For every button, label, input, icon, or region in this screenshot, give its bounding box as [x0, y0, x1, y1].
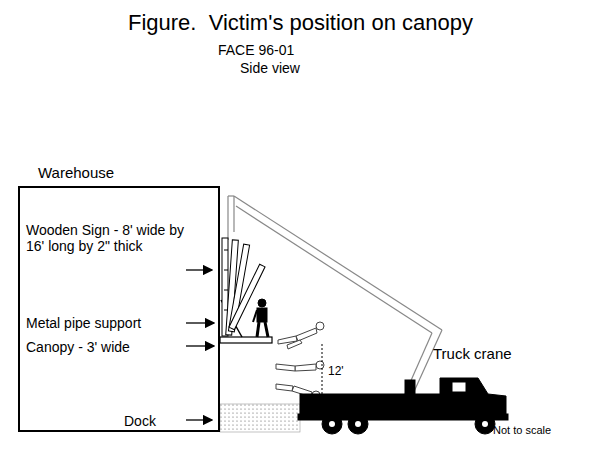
node-heading: Warehouse [38, 164, 114, 181]
report-id: FACE 96-01 [218, 42, 294, 58]
equipment-label: Truck crane [433, 345, 512, 362]
view-label: Side view [240, 60, 300, 76]
dimension-label: 12' [326, 365, 346, 379]
crane-boom [228, 196, 442, 396]
part-label: Canopy - 3' wide [26, 339, 130, 355]
truck-crane [298, 378, 508, 434]
warehouse-box: WarehouseWooden Sign - 8' wide by 16' lo… [18, 186, 220, 432]
part-label: Dock [124, 413, 156, 429]
standing-figure [253, 299, 268, 337]
figure-title: Figure. Victim's position on canopy [128, 10, 473, 35]
canopy [220, 337, 272, 343]
part-label: Metal pipe support [26, 315, 141, 331]
pointer-arrows [186, 270, 214, 420]
dock [220, 404, 300, 432]
sign-label: Wooden Sign - 8' wide by 16' long by 2" … [26, 222, 202, 254]
falling-figures [276, 322, 324, 399]
scale-note: Not to scale [493, 424, 551, 437]
